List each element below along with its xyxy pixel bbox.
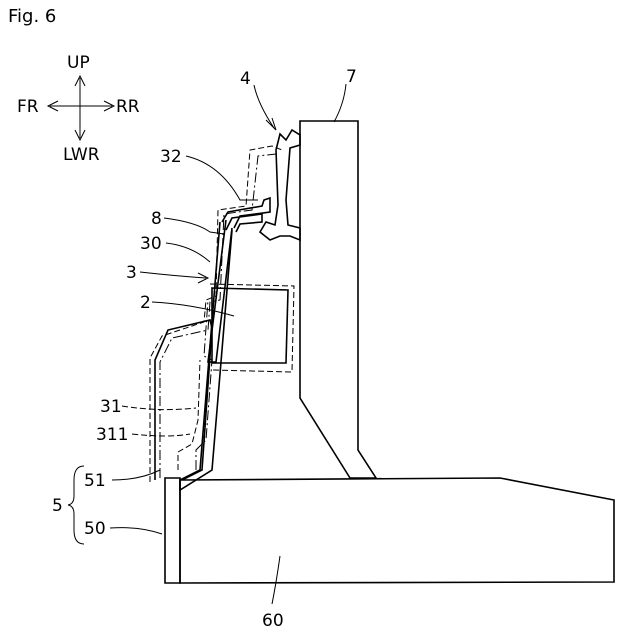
leader-51 [112,470,160,480]
label-31: 31 [100,397,122,417]
label-3: 3 [126,263,137,283]
alt-outline-dashdot [160,154,276,478]
direction-indicator: UP FR RR LWR [17,53,140,165]
label-5: 5 [52,496,63,516]
dir-front-label: FR [17,97,39,117]
leader-50 [110,528,162,534]
leader-311 [132,434,190,436]
label-51: 51 [84,471,106,491]
label-8: 8 [151,209,162,229]
leader-8 [164,218,224,234]
panel-51 [155,320,212,480]
clip-4 [260,130,300,240]
leader-60 [272,556,280,604]
label-7: 7 [346,67,357,87]
dir-rear-label: RR [116,97,140,117]
leader-7 [334,84,346,122]
leader-3 [140,272,206,278]
label-50: 50 [84,519,106,539]
alt-block-outline [210,284,294,372]
dir-up-label: UP [67,53,90,73]
alt-lower-outline [178,360,200,470]
label-2: 2 [140,293,151,313]
lower-part-50 [165,478,180,583]
panel-3 [180,222,232,490]
label-4: 4 [240,69,251,89]
figure-title: Fig. 6 [8,6,56,27]
brace-5 [68,466,84,544]
base-block-60 [180,478,614,583]
dir-lower-label: LWR [63,145,100,165]
label-60: 60 [262,611,284,631]
label-30: 30 [140,234,162,254]
label-311: 311 [96,425,128,445]
leader-4 [254,85,274,128]
pillar-7 [300,121,376,478]
leader-31 [122,406,196,410]
leader-30 [166,243,210,262]
leader-lines [110,84,346,604]
label-32: 32 [160,147,182,167]
